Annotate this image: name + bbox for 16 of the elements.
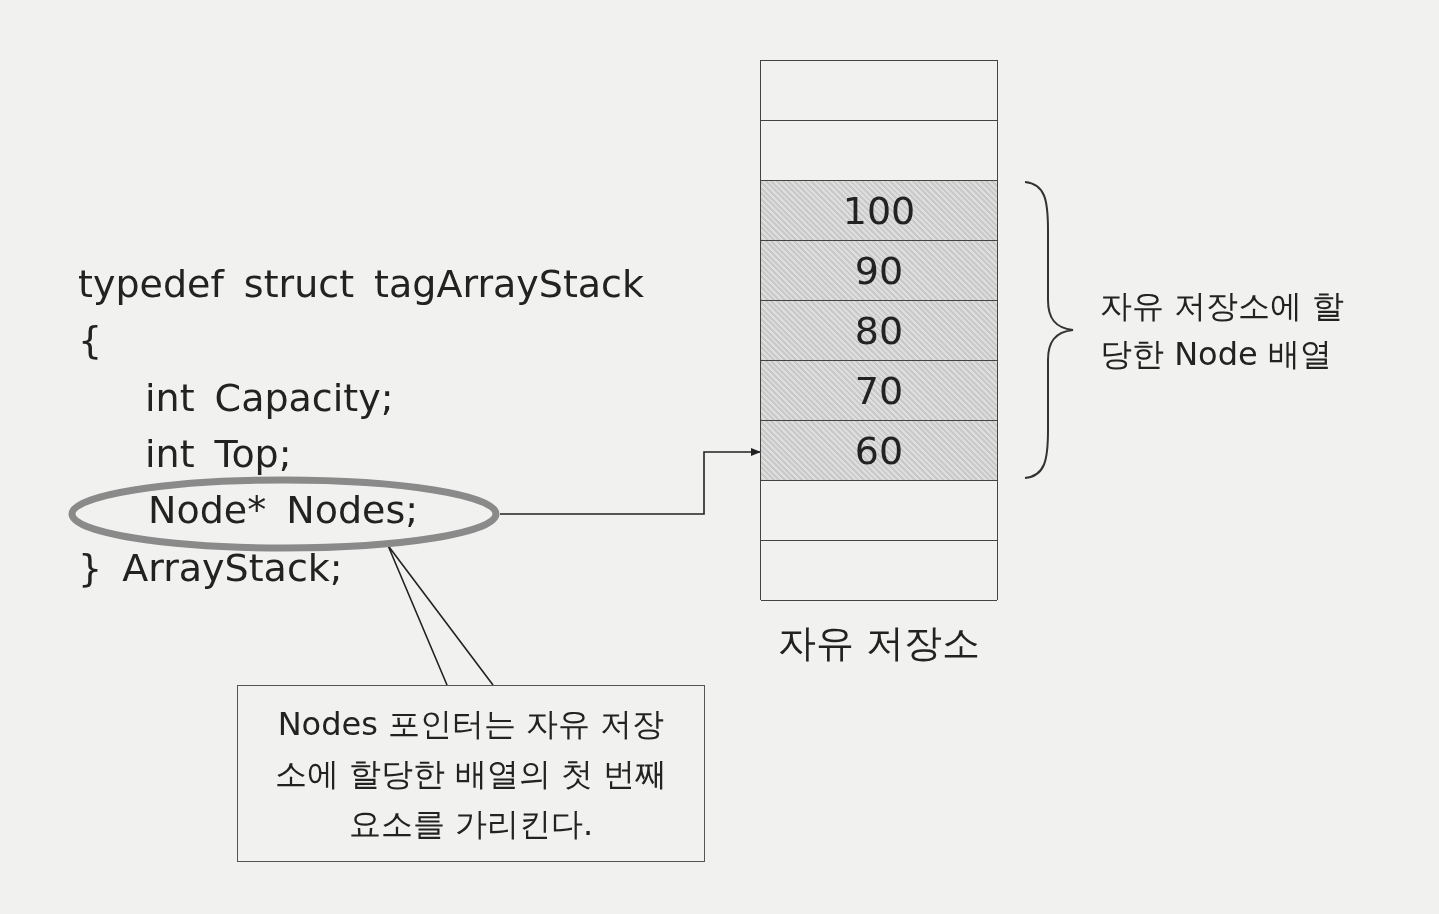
memory-cell: 60 bbox=[761, 421, 997, 481]
arrow bbox=[499, 448, 762, 515]
callout-box: Nodes 포인터는 자유 저장소에 할당한 배열의 첫 번째 요소를 가리킨다. bbox=[237, 685, 705, 862]
code-line: Node* Nodes; bbox=[148, 488, 419, 532]
callout-pointer bbox=[387, 544, 494, 686]
code-line: { bbox=[78, 318, 103, 362]
memory-cell: 80 bbox=[761, 301, 997, 361]
code-line: } ArrayStack; bbox=[78, 546, 343, 590]
code-line: int Capacity; bbox=[145, 376, 394, 420]
memory-cell: 90 bbox=[761, 241, 997, 301]
memory-cell: 100 bbox=[761, 181, 997, 241]
code-line: int Top; bbox=[145, 432, 292, 476]
code-line: typedef struct tagArrayStack bbox=[78, 262, 644, 306]
memory-cell: 70 bbox=[761, 361, 997, 421]
brace-label: 자유 저장소에 할당한 Node 배열 bbox=[1100, 286, 1346, 375]
memory-caption: 자유 저장소 bbox=[778, 620, 981, 667]
